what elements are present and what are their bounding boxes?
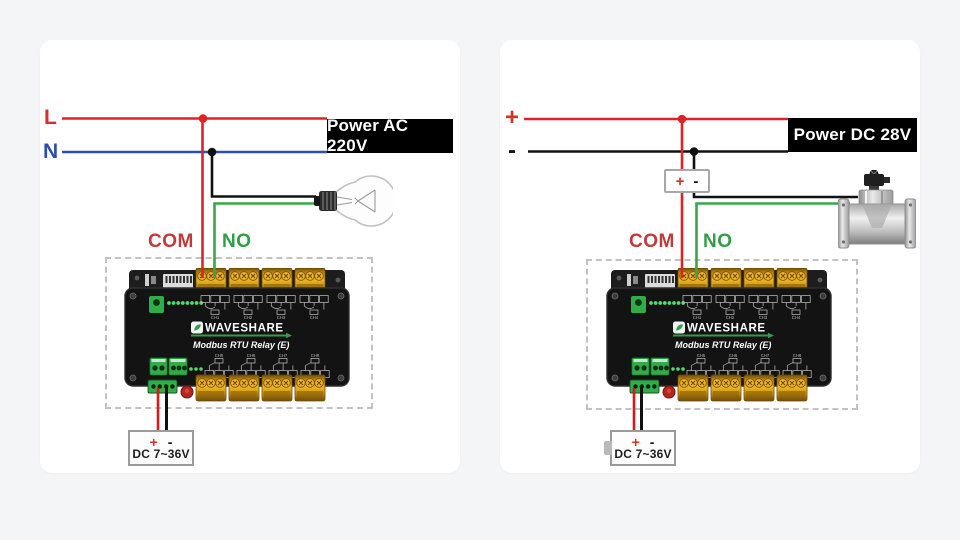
- com-label-right: COM: [629, 231, 675, 252]
- light-bulb: [314, 175, 393, 227]
- neutral-label: N: [43, 140, 59, 163]
- dc-voltage-label: DC 7~36V: [132, 446, 190, 461]
- dc-voltage-label: DC 7~36V: [614, 446, 672, 461]
- modbus-rtu-relay-module: [603, 268, 835, 402]
- polarity-plus-sign: +: [675, 172, 685, 190]
- power-dc-label: Power DC 28V: [788, 118, 917, 152]
- positive-label: +: [505, 104, 520, 131]
- no-label-right: NO: [703, 231, 733, 252]
- polarity-minus-sign: -: [693, 172, 699, 190]
- solenoid-valve: [838, 170, 916, 249]
- com-label-left: COM: [148, 231, 194, 252]
- power-ac-label: Power AC 220V: [327, 116, 453, 155]
- live-label: L: [44, 106, 57, 129]
- dc-power-source-right: + - DC 7~36V: [604, 430, 676, 466]
- polarity-marker-box: + -: [664, 169, 710, 193]
- negative-label: -: [508, 137, 516, 164]
- modbus-rtu-relay-module: [121, 268, 353, 402]
- dc-power-source-left: + - DC 7~36V: [128, 430, 194, 466]
- dc-plus-sign: +: [149, 433, 158, 450]
- no-label-left: NO: [222, 231, 252, 252]
- dc-plus-sign: +: [631, 433, 640, 450]
- dc-minus-sign: -: [167, 433, 173, 450]
- dc-minus-sign: -: [649, 433, 655, 450]
